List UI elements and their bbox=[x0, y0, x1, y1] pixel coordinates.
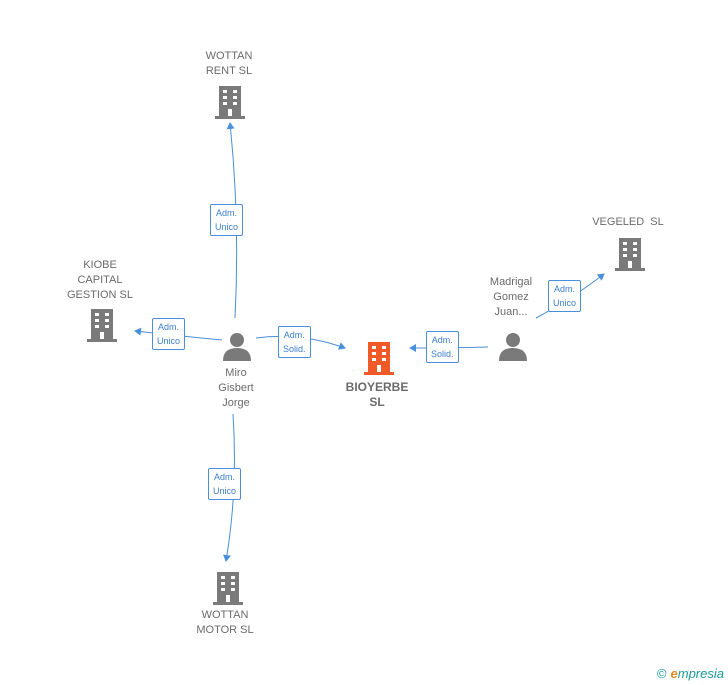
node-label-wottan-rent: WOTTAN RENT SL bbox=[205, 50, 253, 77]
edge-label-miro-wottan-motor[interactable]: Adm. Unico bbox=[208, 468, 242, 500]
brand-logo-e: e bbox=[670, 666, 678, 681]
node-label-wottan-motor: WOTTAN MOTOR SL bbox=[196, 609, 254, 636]
node-label-vegeled: VEGELED SL bbox=[592, 216, 664, 228]
edge-label-madrigal-vegeled[interactable]: Adm. Unico bbox=[548, 280, 582, 312]
node-label-kiobe: KIOBE CAPITAL GESTION SL bbox=[66, 259, 134, 301]
node-label-bioyerbe: BIOYERBE SL bbox=[345, 380, 409, 409]
copyright-symbol: © bbox=[656, 666, 667, 681]
building-icon[interactable] bbox=[211, 570, 245, 611]
edge-label-miro-kiobe[interactable]: Adm. Unico bbox=[152, 318, 186, 350]
building-icon-highlighted[interactable] bbox=[362, 340, 396, 381]
person-icon[interactable] bbox=[497, 330, 529, 367]
node-label-madrigal: Madrigal Gomez Juan... bbox=[489, 276, 533, 318]
edge-label-miro-bioyerbe[interactable]: Adm. Solid. bbox=[278, 326, 311, 358]
node-label-miro: Miro Gisbert Jorge bbox=[218, 367, 254, 409]
edge-label-madrigal-bioyerbe[interactable]: Adm. Solid. bbox=[426, 331, 459, 363]
brand-logo-text: mpresia bbox=[677, 666, 724, 681]
building-icon[interactable] bbox=[213, 84, 247, 125]
person-icon[interactable] bbox=[221, 330, 253, 367]
building-icon[interactable] bbox=[85, 307, 119, 348]
brand-footer: ©empresia bbox=[657, 666, 724, 681]
building-icon[interactable] bbox=[613, 236, 647, 277]
edge-label-miro-wottan-rent[interactable]: Adm. Unico bbox=[210, 204, 244, 236]
